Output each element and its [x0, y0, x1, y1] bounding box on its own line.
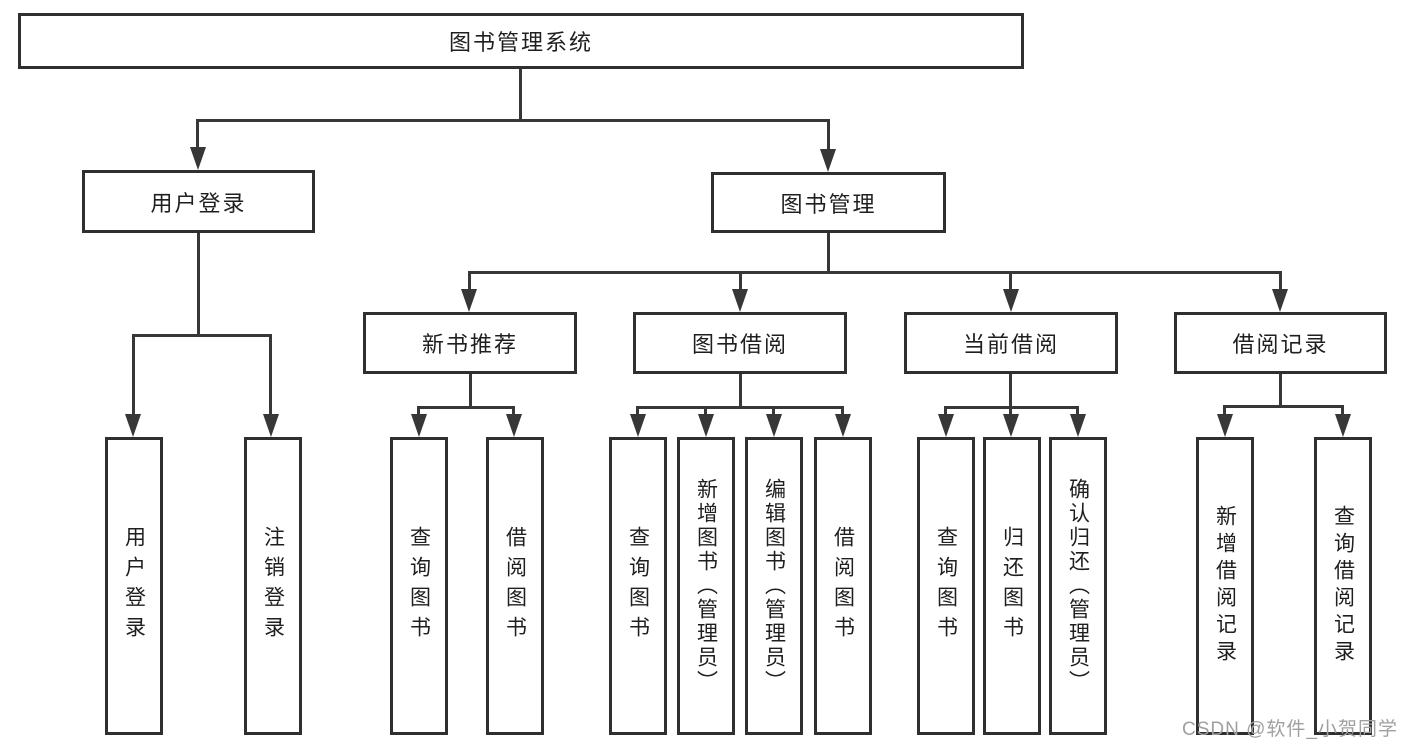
- arrow-down-icon: [411, 414, 427, 437]
- connector-drop-records: [1279, 271, 1282, 291]
- leaf-logout: 注销登录: [244, 437, 302, 735]
- leaf-confirm-return-admin: 确认归还（管理员）: [1049, 437, 1107, 735]
- leaf-return-book: 归还图书: [983, 437, 1041, 735]
- arrow-down-icon: [1003, 289, 1019, 312]
- connector-drop-user-login: [196, 119, 199, 151]
- node-current-borrow: 当前借阅: [904, 312, 1118, 374]
- connector-book-mgmt-stem: [827, 233, 830, 273]
- connector-borrow-bar: [636, 406, 844, 409]
- node-user-login-branch: 用户登录: [82, 170, 315, 233]
- connector-drop-borrow: [739, 271, 742, 291]
- connector-drop-leaf: [636, 406, 639, 416]
- leaf-query-book-3: 查询图书: [917, 437, 975, 735]
- node-root-library-system: 图书管理系统: [18, 13, 1024, 69]
- connector-records-stem: [1279, 374, 1282, 406]
- connector-drop-leaf: [704, 406, 707, 416]
- connector-drop-leaf: [1223, 405, 1226, 416]
- connector-drop-leaf: [269, 334, 272, 416]
- connector-drop-leaf: [944, 406, 947, 416]
- arrow-down-icon: [820, 149, 836, 172]
- leaf-add-borrow-record: 新增借阅记录: [1196, 437, 1254, 735]
- connector-root-stem: [519, 69, 522, 120]
- leaf-query-book-1: 查询图书: [390, 437, 448, 735]
- connector-current-stem: [1009, 374, 1012, 407]
- connector-drop-leaf: [772, 406, 775, 416]
- connector-new-rec-stem: [469, 374, 472, 407]
- connector-drop-book-mgmt: [827, 119, 830, 153]
- arrow-down-icon: [835, 414, 851, 437]
- node-book-borrow: 图书借阅: [633, 312, 847, 374]
- connector-user-login-bar: [132, 334, 272, 337]
- leaf-edit-book-admin: 编辑图书（管理员）: [745, 437, 803, 735]
- connector-drop-leaf: [1009, 406, 1012, 416]
- connector-drop-leaf: [841, 406, 844, 416]
- connector-new-rec-bar: [417, 406, 515, 409]
- node-borrow-records: 借阅记录: [1174, 312, 1387, 374]
- leaf-add-book-admin: 新增图书（管理员）: [677, 437, 735, 735]
- connector-drop-leaf: [512, 406, 515, 416]
- arrow-down-icon: [125, 414, 141, 437]
- connector-drop-leaf: [1341, 405, 1344, 416]
- connector-root-bar: [196, 119, 830, 122]
- arrow-down-icon: [766, 414, 782, 437]
- arrow-down-icon: [263, 414, 279, 437]
- leaf-query-book-2: 查询图书: [609, 437, 667, 735]
- leaf-borrow-book-1: 借阅图书: [486, 437, 544, 735]
- arrow-down-icon: [1272, 289, 1288, 312]
- arrow-down-icon: [190, 147, 206, 170]
- arrow-down-icon: [938, 414, 954, 437]
- connector-drop-leaf: [417, 406, 420, 416]
- arrow-down-icon: [1003, 414, 1019, 437]
- node-new-book-recommend: 新书推荐: [363, 312, 577, 374]
- arrow-down-icon: [732, 289, 748, 312]
- connector-borrow-stem: [739, 374, 742, 407]
- leaf-borrow-book-2: 借阅图书: [814, 437, 872, 735]
- connector-drop-leaf: [1076, 406, 1079, 416]
- arrow-down-icon: [698, 414, 714, 437]
- csdn-watermark: CSDN @软件_小贺同学: [1182, 719, 1398, 740]
- connector-records-bar: [1223, 405, 1344, 408]
- arrow-down-icon: [1217, 414, 1233, 437]
- connector-drop-leaf: [132, 334, 135, 416]
- arrow-down-icon: [461, 289, 477, 312]
- leaf-query-borrow-record: 查询借阅记录: [1314, 437, 1372, 735]
- leaf-user-login: 用户登录: [105, 437, 163, 735]
- connector-book-mgmt-bar: [468, 271, 1282, 274]
- arrow-down-icon: [1070, 414, 1086, 437]
- connector-drop-current: [1009, 271, 1012, 291]
- connector-user-login-stem: [197, 233, 200, 335]
- arrow-down-icon: [1335, 414, 1351, 437]
- arrow-down-icon: [506, 414, 522, 437]
- connector-drop-new-rec: [468, 271, 471, 291]
- arrow-down-icon: [630, 414, 646, 437]
- node-book-management-branch: 图书管理: [711, 172, 946, 233]
